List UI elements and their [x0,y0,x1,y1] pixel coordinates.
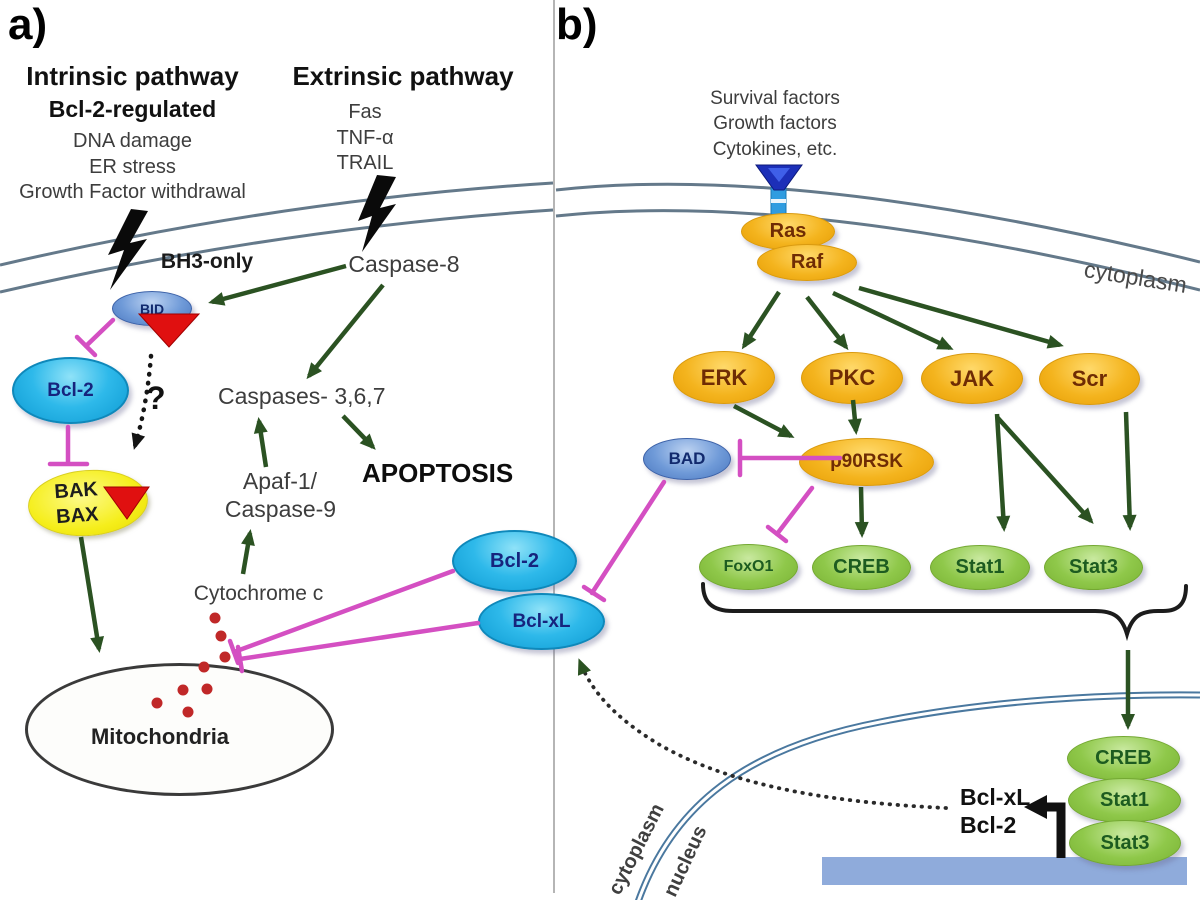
stimulus-cytokines: Cytokines, etc. [712,139,838,160]
arrow-caspase8-to-caspases367 [306,283,385,380]
intrinsic-pathway-subtitle: Bcl-2-regulated [48,96,217,122]
node-bak-label: BAK [53,478,99,504]
arrow-cytochromec-to-apaf [240,529,255,575]
arrow-raf-to-jak [832,290,954,351]
node-nuclear-stat3: Stat3 [1069,820,1181,866]
cytochrome-c-label: Cytochrome c [193,582,324,605]
node-bclxl-central-label: Bcl-xL [512,610,571,632]
stimulus-er-stress: ER stress [89,156,176,178]
node-nuclear-stat1-label: Stat1 [1100,789,1149,811]
apaf1-label: Apaf-1/ [242,468,318,494]
node-bid: BID [112,291,192,326]
panel-a-label: a) [8,0,48,49]
node-bad: BAD [643,438,731,480]
node-pkc-label: PKC [828,365,876,390]
ligand-fas: Fas [348,101,382,123]
stimulus-growth-factor-withdrawal: Growth Factor withdrawal [19,181,246,203]
node-ras-label: Ras [769,220,807,242]
question-mark-label: ? [146,380,166,416]
arrow-raf-to-pkc [805,295,849,351]
ligand-tnf-alpha: TNF-α [336,127,394,149]
arrow-jak-to-stat3 [995,415,1094,524]
node-bcl2-central-label: Bcl-2 [490,549,539,572]
arrow-bakbax-to-mitochondria [78,536,105,653]
nucleus-label: nucleus [659,822,712,900]
node-nuclear-creb: CREB [1067,736,1180,781]
node-pkc: PKC [801,352,903,404]
bh3-only-label: BH3-only [160,250,254,273]
node-nuclear-stat1: Stat1 [1068,778,1181,823]
arrow-caspases367-to-apoptosis [341,414,376,450]
node-nuclear-stat3-label: Stat3 [1100,831,1150,854]
dotted-arrow-gene-to-bclxl-protein [577,658,948,810]
caspase9-label: Caspase-9 [224,496,337,522]
ligand-trail: TRAIL [336,152,394,174]
node-bad-label: BAD [668,449,706,468]
arrow-scr-to-stat3 [1122,411,1137,531]
node-jak-label: JAK [949,365,994,391]
node-erk-label: ERK [700,364,748,390]
intrinsic-pathway-title: Intrinsic pathway [26,61,239,91]
inhibit-p90rsk-to-foxo1 [765,485,815,544]
node-foxo1-label: FoxO1 [723,558,774,575]
caspase8-label: Caspase-8 [348,251,460,277]
node-stat3-label: Stat3 [1069,556,1118,578]
arrow-raf-to-scr [858,285,1064,349]
arrow-erk-to-p90rsk [732,404,795,438]
node-erk: ERK [673,351,775,404]
node-nuclear-creb-label: CREB [1095,747,1152,769]
node-jak: JAK [921,353,1023,404]
inhibit-bclxl-to-mitochondria [235,620,481,674]
gene-bcl2-label: Bcl-2 [960,812,1017,838]
inhibit-bid-to-bcl2 [74,317,116,358]
receptor-icon [755,164,803,216]
gene-bclxl-label: Bcl-xL [960,784,1031,810]
membrane-b-outer [555,182,1200,264]
node-scr-label: Scr [1071,366,1108,391]
cytoplasm-top-label: cytoplasm [1082,256,1189,298]
node-bclxl-central: Bcl-xL [478,593,605,650]
node-bax-label: BAX [55,503,100,529]
node-p90rsk: p90RSK [799,438,934,486]
node-p90rsk-label: p90RSK [830,451,903,472]
arrow-raf-to-erk [741,290,781,350]
stimulus-survival-factors: Survival factors [710,88,840,109]
arrow-jak-to-stat1 [994,413,1011,532]
extrinsic-pathway-title: Extrinsic pathway [292,61,514,91]
lightning-bolt-extrinsic-icon [358,175,396,252]
caspases367-label: Caspases- 3,6,7 [218,383,386,409]
apoptosis-label: APOPTOSIS [362,458,514,488]
inhibit-bad-to-bclxl [581,479,667,603]
node-bcl2-a-label: Bcl-2 [47,379,94,401]
node-foxo1: FoxO1 [699,544,798,590]
node-raf: Raf [757,244,857,281]
brace-tf-group [701,582,1188,642]
node-stat1: Stat1 [930,545,1030,590]
arrow-apaf-to-caspases367 [253,417,269,468]
arrow-pkc-to-p90rsk [847,399,862,435]
node-stat1-label: Stat1 [955,556,1005,578]
node-creb-label: CREB [833,556,890,578]
node-raf-label: Raf [790,251,824,273]
node-stat3: Stat3 [1044,545,1143,590]
node-bcl2-central: Bcl-2 [452,530,577,592]
arrow-p90rsk-to-creb [854,486,869,538]
node-bak-bax: BAK BAX [25,465,151,541]
stimulus-growth-factors: Growth factors [713,113,837,134]
inhibit-bcl2-to-bakbax [47,424,90,467]
panel-b-label: b) [556,0,598,49]
node-scr: Scr [1039,353,1140,405]
node-bid-label: BID [139,300,165,317]
lightning-bolt-intrinsic-icon [108,209,148,290]
stimulus-dna-damage: DNA damage [73,130,192,152]
node-creb: CREB [812,545,911,590]
mitochondria-label: Mitochondria [90,724,230,749]
node-bcl2-a: Bcl-2 [12,357,129,424]
membrane-a-inner [0,208,554,294]
